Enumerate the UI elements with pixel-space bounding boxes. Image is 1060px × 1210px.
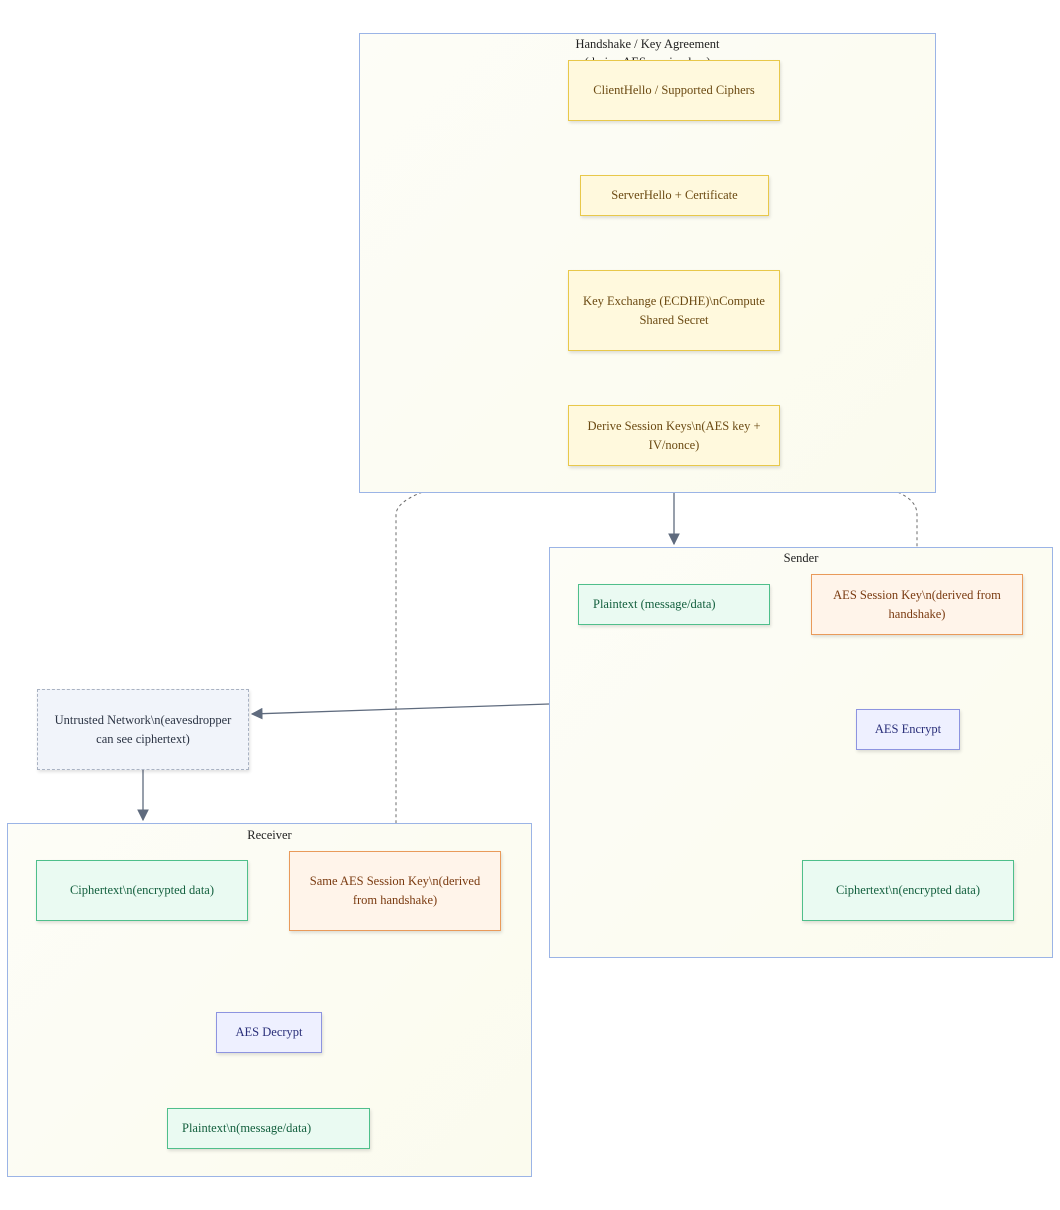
node-aes-encrypt[interactable]: AES Encrypt (856, 709, 960, 750)
node-sender-plaintext[interactable]: Plaintext (message/data) (578, 584, 770, 625)
cluster-receiver-title: Receiver (247, 828, 292, 842)
node-receiver-session-key[interactable]: Same AES Session Key\n(derived from hand… (289, 851, 501, 931)
node-client-hello[interactable]: ClientHello / Supported Ciphers (568, 60, 780, 121)
node-server-hello[interactable]: ServerHello + Certificate (580, 175, 769, 216)
edge-sender-network (250, 703, 550, 720)
node-sender-ciphertext[interactable]: Ciphertext\n(encrypted data) (802, 860, 1014, 921)
node-aes-decrypt[interactable]: AES Decrypt (216, 1012, 322, 1053)
node-sender-session-key[interactable]: AES Session Key\n(derived from handshake… (811, 574, 1023, 635)
edge-derivekeys-receiver-key (391, 456, 569, 849)
node-receiver-plaintext[interactable]: Plaintext\n(message/data) (167, 1108, 370, 1149)
node-derive-session-keys[interactable]: Derive Session Keys\n(AES key + IV/nonce… (568, 405, 780, 466)
node-untrusted-network[interactable]: Untrusted Network\n(eavesdropper can see… (37, 689, 249, 770)
node-receiver-ciphertext[interactable]: Ciphertext\n(encrypted data) (36, 860, 248, 921)
node-key-exchange[interactable]: Key Exchange (ECDHE)\nCompute Shared Sec… (568, 270, 780, 351)
cluster-sender-title: Sender (783, 551, 819, 565)
cluster-handshake-title: Handshake / Key Agreement (575, 37, 720, 51)
